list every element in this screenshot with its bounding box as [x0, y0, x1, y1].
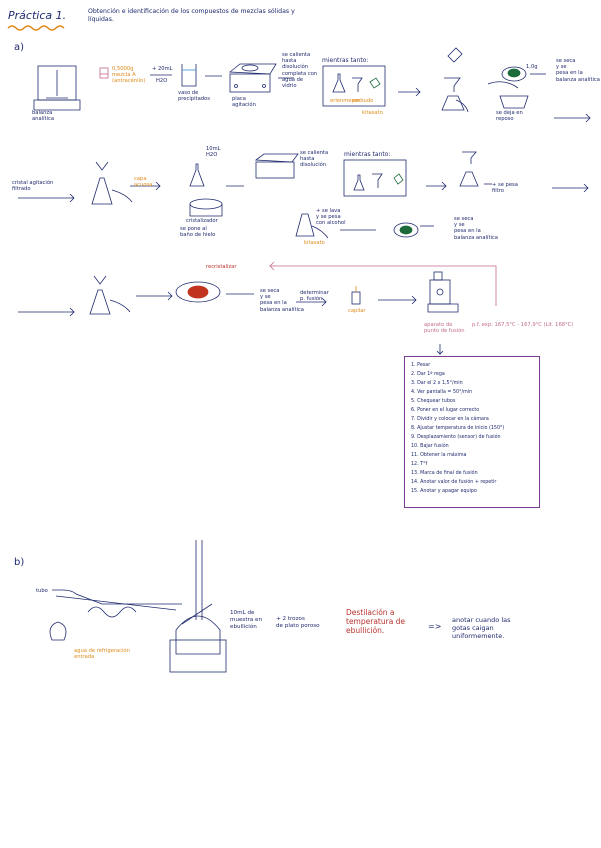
aqueous-layer-label: capa acuosa [134, 176, 153, 189]
kitasato-label-row2: kitasato [304, 240, 325, 246]
step-item: 9. Desplazamiento (sensor) de fusión [411, 435, 501, 440]
dry-weigh-note-row3: se seca y se pesa en la balanza analític… [260, 288, 304, 313]
page-subtitle: Obtención e identificación de los compue… [88, 8, 295, 23]
step-item: 8. Ajustar temperatura de inicio (150°) [411, 426, 505, 431]
capillary-label: capilar [348, 308, 366, 314]
melting-point-apparatus-icon [427, 271, 459, 313]
wash-weigh-note: + se lava y se pesa con alcohol [316, 208, 346, 227]
section-b-label: b) [14, 557, 25, 568]
kitasato-label: kitasato [362, 110, 383, 116]
step-item: 12. T°f [411, 462, 428, 467]
erlenmeyer-label: erlenmeyer [330, 98, 360, 104]
result-note: anotar cuando las gotas caigan uniformem… [452, 616, 511, 640]
melting-point-note: determinar p. fusión [300, 290, 329, 303]
kitasato-icon-row2 [295, 213, 329, 239]
beaker-label: vaso de precipitados [178, 90, 210, 103]
water-note: 10mL H2O [206, 146, 221, 159]
cooling-water-label: agua de refrigeración entrada [74, 648, 130, 661]
balance-icon [33, 65, 81, 111]
filtration-setup-icon-row2 [459, 151, 479, 187]
distillation-setup-icon [49, 540, 227, 673]
filtration-setup-icon [441, 47, 469, 113]
filter-note: + se pesa filtro [492, 182, 518, 195]
tube-label: tubo [36, 588, 48, 594]
procedure-steps-box: 1. Pesar 2. Dar 1ª rega 3. Dar el 2 x 1,… [404, 356, 540, 508]
flask-icons-row1 [332, 73, 381, 93]
page-title: Práctica 1. [8, 9, 67, 22]
erlenmeyer-icon-row2 [189, 163, 205, 187]
crystallizer-label: cristalizador [186, 218, 218, 224]
section-a-label: a) [14, 42, 25, 53]
meanwhile-label-row2: mientras tanto: [344, 151, 391, 158]
dry-weigh-note: se seca y se pesa en la balanza analític… [556, 58, 600, 83]
sample-label: 0,5000g mezcla A (antracénilo) [112, 66, 146, 85]
separatory-funnel-icon-row3 [89, 275, 131, 315]
dissolution-note-row2: se calienta hasta disolución [300, 150, 329, 169]
step-item: 5. Chequear tubos [411, 399, 456, 404]
left-note: cristal agitación filtrado [12, 180, 54, 193]
step-item: 11. Obtener la máxima [411, 453, 467, 458]
dissolution-note: se calienta hasta disolución completa co… [282, 52, 318, 90]
grams-label: 1,0g [526, 64, 538, 70]
dry-weigh-note-row2: se seca y se pesa en la balanza analític… [454, 216, 498, 241]
flask-icons-row2 [353, 173, 404, 191]
capillary-icon [351, 286, 361, 305]
separatory-funnel-icon [91, 161, 133, 205]
ice-bath-note: se pone al baño de hielo [180, 226, 216, 239]
step-item: 1. Pesar [411, 363, 431, 368]
step-item: 3. Dar el 2 x 1,5°/min [411, 381, 463, 386]
step-item: 15. Anotar y apagar equipo [411, 489, 477, 494]
recrystallize-label: recristalizar [206, 264, 237, 270]
hot-plate-icon-row2 [254, 153, 299, 179]
step-item: 2. Dar 1ª rega [411, 372, 445, 377]
step-item: 6. Poner en el lugar correcto [411, 408, 480, 413]
add-water-top: + 20mL [152, 66, 173, 72]
balance-label: balanza analítica [32, 110, 55, 123]
rest-note: se deja en reposo [496, 110, 523, 123]
apparatus-label: aparato de punto de fusión [424, 322, 465, 335]
flask-sample-note: 10mL de muestra en ebullición [230, 610, 263, 630]
beaker-icon [181, 64, 197, 87]
result-arrow: => [428, 622, 442, 631]
step-item: 14. Anotar valor de fusión + repetir [411, 480, 497, 485]
hot-plate-icon [228, 63, 277, 93]
melting-point-values: p.f. exp: 167,5°C - 167,9°C (Lit. 168°C) [472, 322, 574, 328]
step-item: 13. Marca de final de fusión [411, 471, 478, 476]
boiling-chips-note: + 2 trozos de plato poroso [276, 616, 320, 629]
step-item: 10. Bajar fusión [411, 444, 449, 449]
funnel-label: embudo [352, 98, 374, 104]
add-water-bottom: H2O [156, 78, 168, 84]
meanwhile-label: mientras tanto: [322, 57, 369, 64]
distillation-title: Destilación a temperatura de ebullición. [346, 608, 406, 635]
hot-plate-label: placa agitación [232, 96, 256, 109]
title-underline [7, 25, 65, 31]
sample-vial-icon [99, 67, 109, 79]
step-item: 4. Ver pantalla = 50°/min [411, 390, 473, 395]
step-item: 7. Dividir y colocar en la cámara [411, 417, 489, 422]
